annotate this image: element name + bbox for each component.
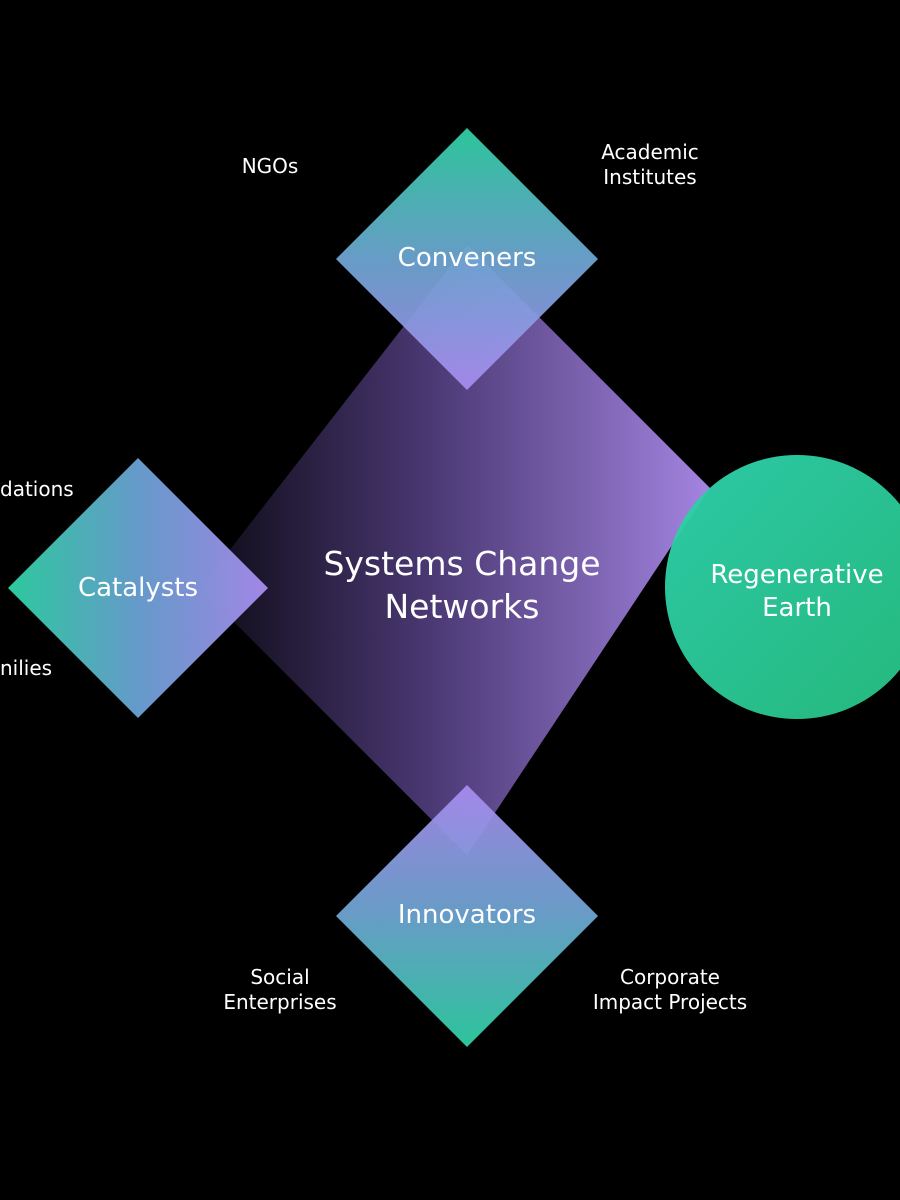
conveners-label: Conveners (397, 243, 537, 273)
conveners-diamond (336, 128, 598, 390)
ngos-label: NGOs (241, 154, 299, 178)
social-enterprises-label: Social Enterprises (223, 965, 337, 1014)
regenerative-earth-circle (665, 455, 900, 719)
academic-institutes-label: Academic Institutes (601, 140, 699, 189)
innovators-diamond (336, 785, 598, 1047)
systems-change-diamond (200, 245, 710, 855)
catalysts-diamond (8, 458, 268, 718)
center-label: Systems Change Networks (323, 544, 601, 626)
families-label: nilies (0, 656, 53, 680)
foundations-label: dations (0, 477, 74, 501)
earth-label: Regenerative Earth (710, 560, 884, 623)
innovators-label: Innovators (397, 900, 537, 930)
catalysts-label: Catalysts (77, 573, 199, 603)
corporate-impact-projects-label: Corporate Impact Projects (592, 965, 748, 1014)
